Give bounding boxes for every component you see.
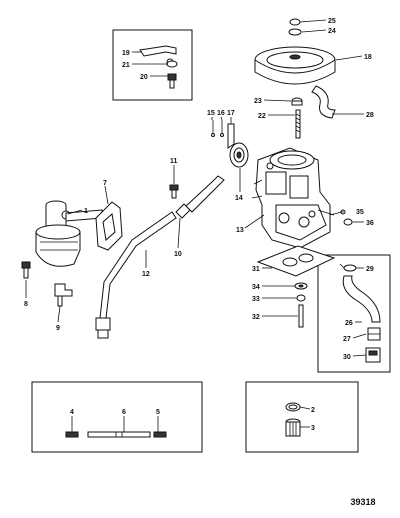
callout-6: 6 [122,409,126,416]
gasket [285,402,301,412]
washer [288,28,302,36]
callout-29: 29 [366,266,374,273]
callout-4: 4 [70,409,74,416]
callout-28: 28 [366,112,374,119]
callout-23: 23 [254,98,262,105]
figure-number: 39318 [350,497,375,507]
callout-19: 19 [122,50,130,57]
inset-box-fuel-line-kit [31,381,203,453]
hose-clamp [339,263,357,272]
callout-9: 9 [56,325,60,332]
callout-10: 10 [174,251,182,258]
nut [291,97,303,106]
callout-2: 2 [311,407,315,414]
callout-20: 20 [140,74,148,81]
callout-14: 14 [235,195,243,202]
callout-24: 24 [328,28,336,35]
callout-17: 17 [227,110,235,117]
callout-30: 30 [343,354,351,361]
fuel-hose [87,431,151,438]
elbow-fitting [153,431,167,438]
bracket [227,123,235,149]
callout-34: 34 [252,284,260,291]
stud [295,109,301,139]
callout-21: 21 [122,62,130,69]
vent-hose [311,85,336,119]
elbow-fitting [54,283,73,307]
fuel-pump [35,200,103,267]
fitting [365,347,381,363]
callout-3: 3 [311,425,315,432]
hose-fitting [367,327,381,341]
fuel-line [175,175,225,219]
callout-26: 26 [345,320,353,327]
inset-box-vent-hose [317,254,391,373]
callout-18: 18 [364,54,372,61]
callout-31: 31 [252,266,260,273]
inset-box-filter [245,381,359,453]
callout-33: 33 [252,296,260,303]
callout-22: 22 [258,113,266,120]
nut [289,18,301,26]
callout-25: 25 [328,18,336,25]
screw [167,73,177,89]
stud [298,304,304,328]
gasket [95,201,123,251]
gasket [256,245,336,277]
callout-27: 27 [343,336,351,343]
callout-13: 13 [236,227,244,234]
callout-36: 36 [366,220,374,227]
clip [166,60,178,68]
screw [329,209,346,216]
washer [294,282,308,290]
inset-box-fuel-line-bracket [112,29,193,101]
callout-32: 32 [252,314,260,321]
screw [169,184,179,199]
callout-5: 5 [156,409,160,416]
callout-16: 16 [217,110,225,117]
callout-11: 11 [170,158,178,165]
carburetor [251,147,335,249]
screw [211,120,215,137]
flame-arrestor [254,46,336,85]
callout-labels: 1 2 3 4 5 6 7 8 9 10 11 12 13 14 15 16 1… [24,18,374,432]
callout-12: 12 [142,271,150,278]
washer [343,218,353,226]
callout-1: 1 [84,208,88,215]
callout-15: 15 [207,110,215,117]
callout-8: 8 [24,301,28,308]
fuel-filter [285,418,301,437]
vent-hose [342,275,381,323]
leader-lines [25,19,367,432]
nut [296,294,306,302]
connector [65,431,79,438]
screw [220,120,224,137]
callout-35: 35 [356,209,364,216]
callout-7: 7 [103,180,107,187]
bolt [21,261,31,279]
fuel-line [95,211,177,339]
choke-thermostat [229,142,249,168]
